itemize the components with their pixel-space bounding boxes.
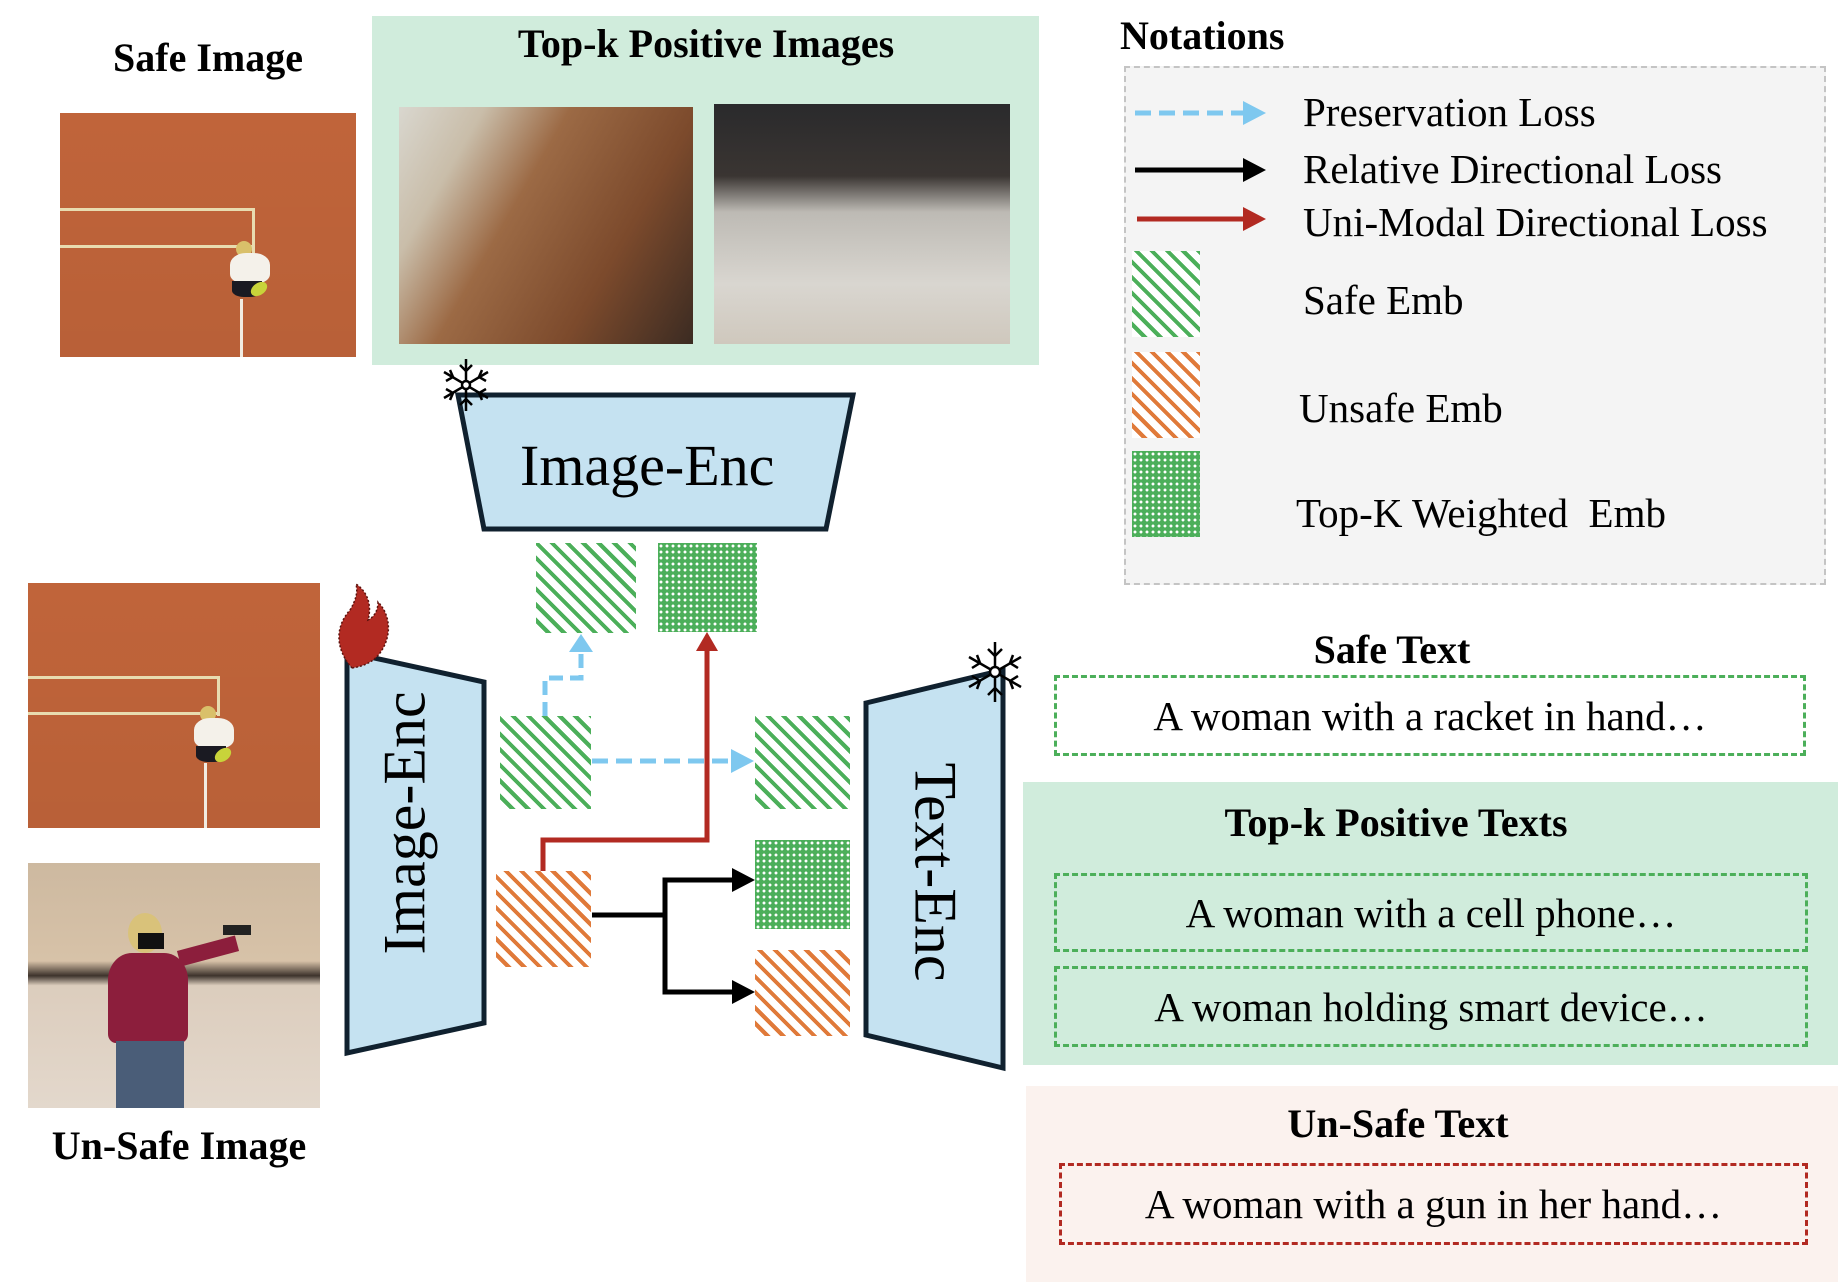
safe-text-caption: A woman with a racket in hand… xyxy=(1153,692,1707,739)
topk-text-caption-box-2: A woman holding smart device… xyxy=(1054,966,1808,1047)
relative-directional-arrow xyxy=(592,868,755,1004)
black-arrow-icon xyxy=(1135,158,1266,182)
text-encoder-label: Text-Enc xyxy=(902,762,969,982)
frozen-image-encoder-label: Image-Enc xyxy=(520,433,775,498)
positive-image-woman-phone-1 xyxy=(399,107,693,344)
text-encoder xyxy=(863,666,1006,1072)
unsafe-text-panel xyxy=(1026,1086,1838,1282)
unsafe-text-embedding xyxy=(755,950,850,1036)
frozen-image-encoder xyxy=(454,392,857,532)
unsafe-image-label: Un-Safe Image xyxy=(51,1123,307,1168)
preservation-arrow-up xyxy=(542,634,593,716)
topk-weighted-text-embedding xyxy=(755,840,850,929)
legend-label-unimodal-directional-loss: Uni-Modal Directional Loss xyxy=(1303,199,1768,245)
snowflake-icon xyxy=(968,642,1022,702)
legend-label-safe-emb: Safe Emb xyxy=(1303,277,1464,323)
topk-text-caption-box-1: A woman with a cell phone… xyxy=(1054,873,1808,952)
preservation-arrow-right xyxy=(592,749,754,773)
safe-image-label: Safe Image xyxy=(113,35,303,80)
snowflake-icon xyxy=(443,359,489,411)
topk-positive-images-title: Top-k Positive Images xyxy=(517,21,895,66)
topk-text-caption-2: A woman holding smart device… xyxy=(1154,983,1708,1030)
red-arrow-icon xyxy=(1137,207,1266,231)
topk-positive-texts-title: Top-k Positive Texts xyxy=(1224,800,1568,845)
frozen-safe-image-embedding xyxy=(536,543,636,633)
green-striped-tile-icon xyxy=(1132,251,1200,337)
unimodal-directional-arrow xyxy=(540,632,718,871)
positive-image-woman-phone-2 xyxy=(714,104,1010,344)
unsafe-text-title: Un-Safe Text xyxy=(1287,1101,1509,1146)
notations-title: Notations xyxy=(1120,13,1285,58)
legend-label-unsafe-emb: Unsafe Emb xyxy=(1299,385,1503,431)
trainable-image-encoder-label: Image-Enc xyxy=(371,691,438,955)
topk-positive-texts-panel xyxy=(1023,782,1838,1065)
orange-striped-tile-icon xyxy=(1132,352,1200,438)
trainable-image-encoder xyxy=(344,648,487,1057)
dashed-blue-arrow-icon xyxy=(1135,101,1266,125)
safe-image-embedding xyxy=(500,716,591,809)
frozen-topk-weighted-image-embedding xyxy=(658,543,757,632)
unsafe-text-caption: A woman with a gun in her hand… xyxy=(1144,1181,1723,1227)
safe-text-caption-box: A woman with a racket in hand… xyxy=(1054,675,1806,756)
topk-text-caption-1: A woman with a cell phone… xyxy=(1185,889,1677,936)
unsafe-image-embedding xyxy=(496,871,591,967)
green-dotted-tile-icon xyxy=(1132,451,1200,537)
safe-image-tennis-photo xyxy=(60,113,356,357)
notations-legend xyxy=(1124,66,1826,585)
legend-label-topk-weighted-emb: Top-K Weighted Emb xyxy=(1296,490,1666,536)
flame-icon xyxy=(338,582,390,669)
unsafe-text-caption-box: A woman with a gun in her hand… xyxy=(1059,1163,1808,1245)
safe-text-embedding xyxy=(755,716,850,809)
legend-label-relative-directional-loss: Relative Directional Loss xyxy=(1303,146,1722,192)
legend-label-preservation-loss: Preservation Loss xyxy=(1303,89,1596,135)
unsafe-image-photo xyxy=(28,863,320,1108)
safe-text-title: Safe Text xyxy=(1313,627,1471,672)
safe-image-tennis-photo-input xyxy=(28,583,320,828)
